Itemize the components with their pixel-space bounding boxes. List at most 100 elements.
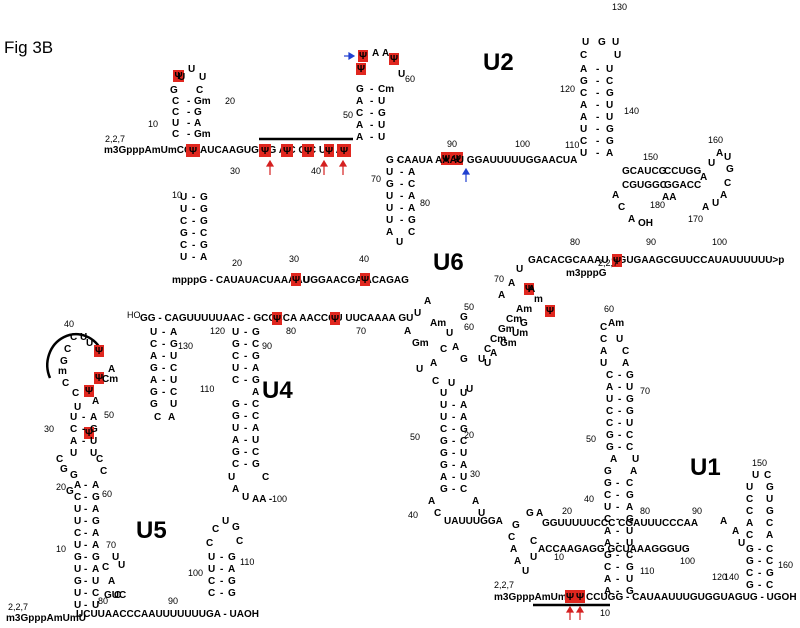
svg-text:A: A: [228, 564, 235, 575]
svg-text:A: A: [408, 167, 415, 178]
svg-text:-: -: [192, 252, 195, 263]
u1-cap-superscript: 2,2,7: [494, 580, 514, 590]
u6-cap-right-superscript: 2,2,7: [598, 258, 618, 268]
svg-text:-: -: [162, 351, 165, 362]
svg-text:Gm: Gm: [500, 338, 517, 349]
svg-text:-: -: [400, 179, 403, 190]
svg-text:-: -: [220, 576, 223, 587]
svg-text:U: U: [530, 552, 537, 563]
svg-text:A: A: [252, 387, 259, 398]
svg-text:A: A: [452, 342, 459, 353]
svg-text:-: -: [616, 526, 619, 537]
svg-text:-: -: [187, 96, 190, 107]
svg-text:m: m: [58, 366, 67, 377]
svg-text:C: C: [724, 178, 731, 189]
svg-text:-: -: [596, 100, 599, 111]
svg-text:G: G: [626, 406, 634, 417]
svg-text:U: U: [626, 574, 633, 585]
svg-text:C: C: [766, 556, 773, 567]
svg-text:-: -: [452, 400, 455, 411]
svg-text:U: U: [386, 215, 393, 226]
svg-text:U: U: [386, 167, 393, 178]
svg-text:-: -: [400, 203, 403, 214]
svg-text:A: A: [580, 112, 587, 123]
u2-pseudouridine-label: Ψ: [304, 146, 312, 157]
svg-text:U: U: [150, 327, 157, 338]
u5-binding-arc: [46, 333, 104, 379]
svg-text:-: -: [452, 484, 455, 495]
svg-text:-: -: [84, 480, 87, 491]
u2-num-30: 30: [230, 166, 240, 176]
u2-mod: [186, 144, 200, 157]
svg-text:-: -: [452, 412, 455, 423]
svg-text:-: -: [596, 76, 599, 87]
svg-text:A: A: [702, 202, 709, 213]
svg-text:C: C: [172, 96, 179, 107]
svg-text:U: U: [632, 454, 639, 465]
svg-text:GCAUCG: GCAUCG: [622, 166, 667, 177]
u1-loop: GGC AAU UCA AAU: [508, 508, 745, 577]
u6-mod: [545, 305, 555, 317]
svg-text:U: U: [746, 482, 753, 493]
svg-text:G: G: [356, 84, 364, 95]
svg-text:G: G: [626, 370, 634, 381]
u6-pseudouridine-label: Ψ: [292, 275, 300, 286]
svg-text:C: C: [484, 344, 491, 355]
u4-num-120: 120: [210, 326, 225, 336]
svg-text:U: U: [170, 351, 177, 362]
u1-strand-start: CCUGG - CAUAAUUUGUGGUAGUG - UGOH: [586, 592, 797, 603]
u4-num-90: 90: [262, 341, 272, 351]
svg-text:Cm: Cm: [378, 84, 394, 95]
svg-text:G: G: [626, 514, 634, 525]
svg-text:A: A: [622, 358, 629, 369]
svg-text:-: -: [452, 424, 455, 435]
u4-structure: HO GG - CAGUUUUUAAC - GCCCCA AACCCU UUCA…: [127, 310, 413, 505]
label-u6: U6: [433, 249, 464, 276]
u2-cap-superscript: 2,2,7: [105, 134, 125, 144]
u2-num-130: 130: [612, 2, 627, 12]
svg-text:G: G: [626, 562, 634, 573]
u5-pseudouridine-label: Ψ: [85, 386, 93, 397]
svg-text:-: -: [84, 540, 87, 551]
svg-text:U: U: [606, 394, 613, 405]
svg-text:-: -: [618, 382, 621, 393]
svg-text:U: U: [580, 124, 587, 135]
svg-text:A: A: [510, 544, 517, 555]
svg-text:-: -: [370, 96, 373, 107]
svg-text:C: C: [626, 442, 633, 453]
svg-text:G: G: [440, 436, 448, 447]
svg-text:U: U: [74, 504, 81, 515]
svg-text:C: C: [626, 550, 633, 561]
svg-text:A: A: [92, 480, 99, 491]
svg-text:GGACC: GGACC: [664, 180, 701, 191]
svg-text:U: U: [92, 576, 99, 587]
svg-text:C: C: [206, 538, 213, 549]
svg-text:A: A: [232, 435, 239, 446]
svg-text:-: -: [758, 568, 761, 579]
u4-num-100: 100: [272, 494, 287, 504]
svg-text:C: C: [208, 588, 215, 599]
u1-strand-low: ACCAAGAGG GCUAAAGGGUG: [538, 544, 690, 555]
svg-text:C: C: [580, 88, 587, 99]
svg-text:-: -: [618, 430, 621, 441]
svg-text:G: G: [200, 216, 208, 227]
u2-mod: [259, 144, 271, 157]
svg-text:-: -: [758, 556, 761, 567]
svg-text:A: A: [404, 326, 411, 337]
svg-text:G: G: [70, 470, 78, 481]
u1-num-130: 120: [712, 572, 727, 582]
svg-text:A: A: [746, 518, 753, 529]
u6-num-70: 70: [494, 274, 504, 284]
svg-text:Um: Um: [512, 328, 528, 339]
svg-text:C: C: [102, 562, 109, 573]
svg-text:U: U: [70, 412, 77, 423]
u6-mod: [360, 273, 370, 286]
svg-text:A: A: [580, 100, 587, 111]
svg-text:G: G: [150, 399, 158, 410]
svg-text:-: -: [616, 586, 619, 597]
u5-num-80: 80: [98, 596, 108, 606]
svg-text:-: -: [596, 148, 599, 159]
svg-text:G: G: [766, 506, 774, 517]
